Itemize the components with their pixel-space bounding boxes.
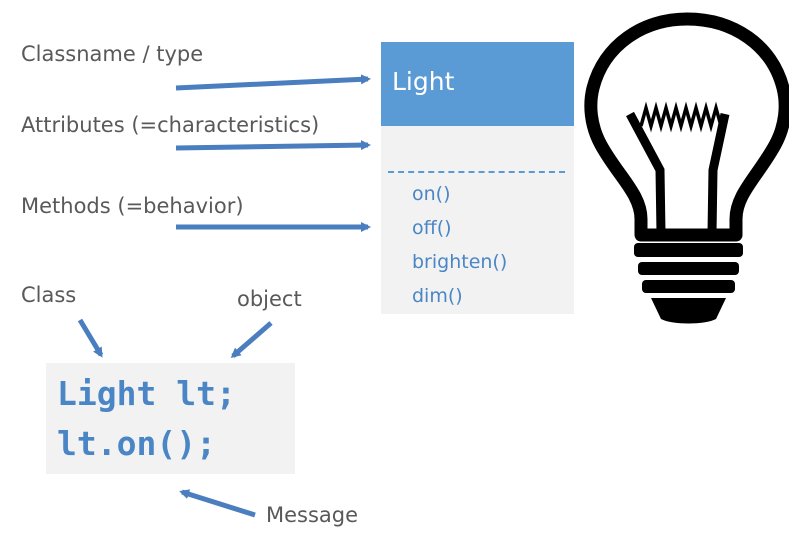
method-item: on() [412,183,451,205]
label-class: Class [21,283,77,307]
method-item: brighten() [412,251,508,273]
code-line-message-call: lt.on(); [57,424,216,463]
class-name: Light [392,67,455,96]
arrow-object [230,321,273,358]
light-bulb-icon [584,12,789,324]
label-attributes: Attributes (=characteristics) [21,113,320,137]
code-box: Light lt; lt.on(); [46,363,295,474]
class-header: Light [381,42,574,126]
arrow-attributes [175,140,371,151]
label-object: object [237,287,302,311]
label-classname: Classname / type [21,42,204,66]
attribute-method-divider [388,171,565,173]
arrow-message [179,489,256,518]
code-line-declaration: Light lt; [57,374,236,413]
label-methods: Methods (=behavior) [21,194,244,218]
method-item: off() [412,217,452,239]
arrow-classname [175,74,371,91]
class-box: Light on() off() brighten() dim() [381,42,574,314]
arrow-class [77,318,104,358]
label-message: Message [266,503,359,527]
method-item: dim() [412,285,463,307]
